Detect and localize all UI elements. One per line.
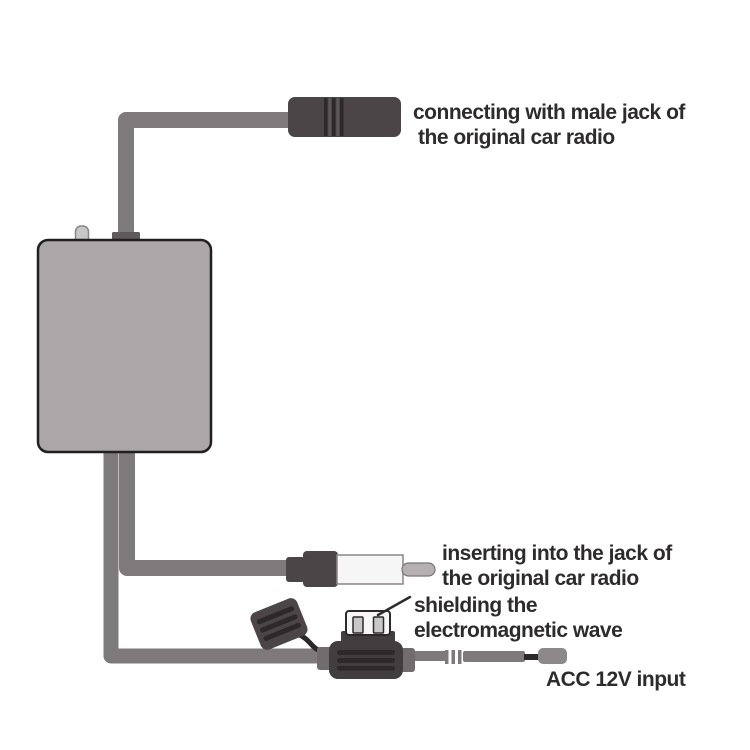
amplifier-box [36,238,213,454]
jack-rib [324,98,328,136]
wire-rib [451,650,455,664]
label-male-jack-line1: connecting with male jack of [413,101,685,124]
male-jack-body [288,97,401,137]
inline-fuse-holder [250,598,415,679]
label-shielding-line2: electromagnetic wave [414,619,623,642]
wire-link [524,654,539,660]
jack-rib [336,98,339,136]
cable-to-fuse-holder [103,446,336,664]
acc-plug [538,648,567,664]
label-radio-jack-line1: inserting into the jack of [442,542,672,565]
jack-rib [328,98,331,136]
cable-to-male-jack [118,112,290,246]
plug-ferrule [286,557,305,582]
shield-slot [352,616,364,634]
shield-slot [372,616,385,634]
label-shielding-line1: shielding the [414,594,538,617]
plug-pin [401,562,436,577]
label-radio-jack: inserting into the jack of the original … [442,541,672,591]
cap-stripe [260,614,298,633]
cap-stripe [256,606,295,625]
wire-sleeve [463,651,525,662]
acc-12v-wire-terminal [445,648,567,664]
body-ridge [337,658,395,663]
acc-cable-segment [413,651,446,661]
plug-body [336,554,404,585]
label-acc-input: ACC 12V input [546,667,686,692]
body-ridge [337,666,395,671]
label-acc-input-text: ACC 12V input [546,668,686,691]
cable-to-radio-jack [119,446,292,576]
wire-rib [445,650,449,664]
label-male-jack: connecting with male jack of the origina… [413,100,685,150]
cap-stripe [263,622,301,641]
shielding-pointer-line [376,595,412,617]
jack-rib [340,98,344,136]
label-shielding: shielding the electromagnetic wave [414,593,623,643]
wire-rib [458,650,462,664]
plug-boot [303,551,338,587]
jack-rib [332,98,336,136]
fuse-holder-cap [250,598,308,650]
radio-jack-plug [286,551,436,587]
body-ridge [337,650,395,655]
label-radio-jack-line2: the original car radio [442,567,639,590]
label-male-jack-line2: the original car radio [418,126,615,149]
male-jack-connector [288,97,401,137]
